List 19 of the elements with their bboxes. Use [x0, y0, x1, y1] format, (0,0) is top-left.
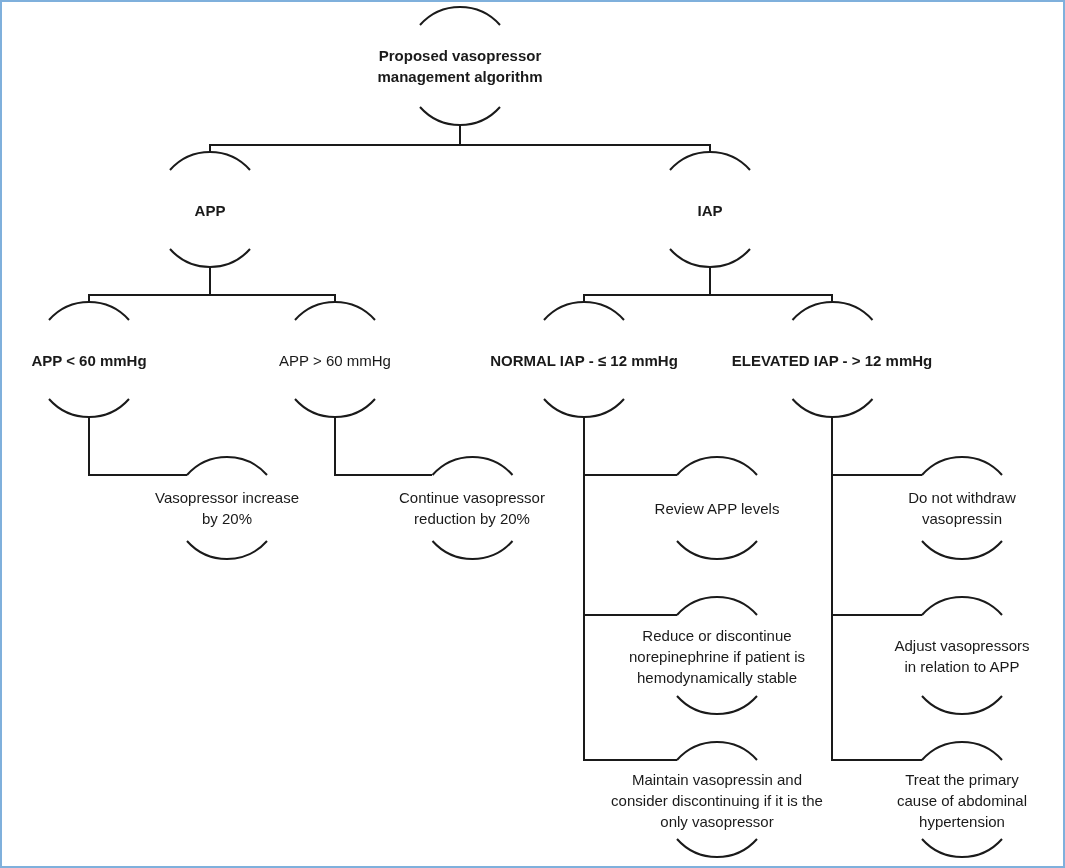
- node-text: APP: [193, 200, 227, 220]
- node-text: Continue vasopressor reduction by 20%: [398, 488, 546, 529]
- connector-line: [209, 266, 336, 303]
- node-text: APP < 60 mmHg: [30, 350, 148, 370]
- connector-line: [709, 266, 833, 303]
- node-text: Reduce or discontinue norepinephrine if patient is hemodynamically stable: [628, 625, 806, 687]
- node-text: NORMAL IAP - ≤ 12 mmHg: [489, 350, 679, 370]
- node-text: Do not withdraw vasopressin: [907, 488, 1017, 529]
- node-text: Proposed vasopressor management algorithm: [376, 46, 544, 87]
- node-text: IAP: [696, 200, 724, 220]
- connector-line: [88, 416, 188, 476]
- connector-line: [334, 416, 433, 476]
- node-text: ELEVATED IAP - > 12 mmHg: [730, 350, 934, 370]
- node-text: Maintain vasopressin and consider discontinuing if it is the only vasopressor: [610, 769, 824, 831]
- node-text: Treat the primary cause of abdominal hypertension: [895, 769, 1029, 831]
- node-text: Vasopressor increase by 20%: [154, 488, 300, 529]
- node-text: Adjust vasopressors in relation to APP: [893, 635, 1031, 677]
- node-text: Review APP levels: [653, 498, 781, 519]
- node-text: APP > 60 mmHg: [278, 350, 392, 370]
